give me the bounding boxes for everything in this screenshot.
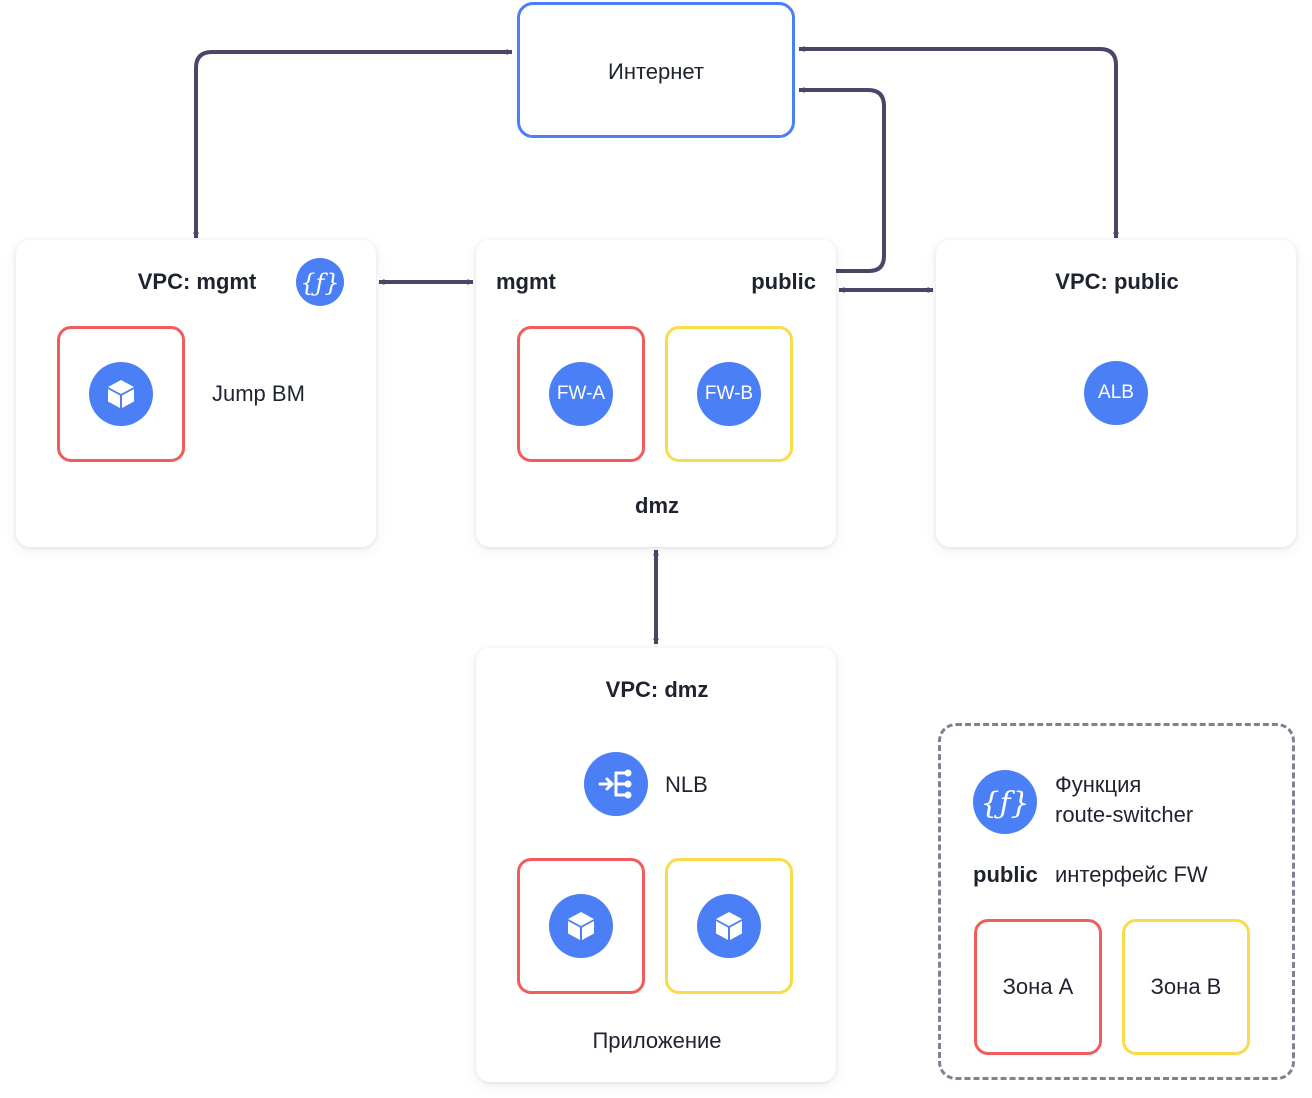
fw-b-zone-b: FW-B: [665, 326, 793, 462]
jump-vm-label: Jump BM: [212, 381, 305, 406]
fw-mgmt-interface-label: mgmt: [496, 269, 556, 294]
legend-function-icon: {ƒ}: [973, 770, 1037, 834]
legend-zone-a-label: Зона A: [1002, 974, 1074, 999]
fw-public-interface-label: public: [751, 269, 816, 294]
vpc-public-card: VPC: public ALB: [936, 240, 1296, 547]
function-icon: {ƒ}: [296, 258, 344, 306]
legend-zone-a: Зона A: [974, 919, 1102, 1055]
jump-vm-zone-a: [57, 326, 185, 462]
svg-text:{ƒ}: {ƒ}: [300, 269, 339, 297]
vm-cube-icon: [697, 894, 761, 958]
arrow-fw-public-internet: [798, 87, 886, 273]
arrow-internet-mgmt: [193, 49, 513, 239]
vm-cube-icon: [89, 362, 153, 426]
arrow-internet-public: [798, 46, 1119, 239]
nlb-icon: [584, 752, 648, 816]
nlb-label: NLB: [665, 772, 708, 797]
vpc-mgmt-card: VPC: mgmt {ƒ} Jump BM: [16, 240, 376, 547]
vpc-public-title: VPC: public: [1055, 269, 1179, 294]
app-label: Приложение: [592, 1028, 722, 1053]
vpc-mgmt-title: VPC: mgmt: [137, 269, 257, 294]
svg-text:{ƒ}: {ƒ}: [980, 786, 1029, 821]
vpc-dmz-card: VPC: dmz NLB: [476, 648, 836, 1082]
legend-zone-b: Зона B: [1122, 919, 1250, 1055]
fw-b-node: FW-B: [697, 362, 761, 426]
vpc-dmz-title: VPC: dmz: [605, 677, 709, 702]
fw-a-node: FW-A: [549, 362, 613, 426]
legend-zone-b-label: Зона B: [1150, 974, 1222, 999]
alb-node: ALB: [1084, 361, 1148, 425]
legend-public-term: public: [973, 862, 1038, 887]
app-vm-zone-b: [665, 858, 793, 994]
dmz-interface-label: dmz: [635, 493, 679, 518]
vm-cube-icon: [549, 894, 613, 958]
internet-label: Интернет: [608, 59, 704, 84]
internet-box: Интернет: [517, 2, 795, 138]
fw-a-zone-a: FW-A: [517, 326, 645, 462]
firewall-card: mgmt public FW-A FW-B dmz: [476, 240, 836, 547]
legend-function-line2: route-switcher: [1055, 802, 1194, 827]
app-vm-zone-a: [517, 858, 645, 994]
legend-public-desc: интерфейс FW: [1055, 862, 1208, 887]
legend-function-line1: Функция: [1055, 772, 1142, 797]
legend: {ƒ} Функция route-switcher public интерф…: [938, 723, 1295, 1080]
